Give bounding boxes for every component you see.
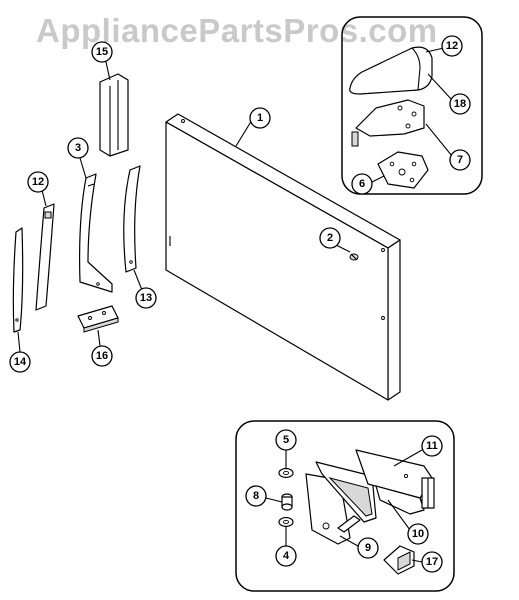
svg-text:12: 12: [32, 176, 44, 188]
svg-text:3: 3: [75, 142, 81, 154]
plate-16: [77, 305, 119, 333]
callout-5: 5: [275, 429, 297, 451]
callout-13: 13: [135, 287, 157, 309]
callout-1: 1: [249, 107, 271, 129]
svg-text:8: 8: [253, 490, 259, 502]
svg-text:14: 14: [14, 356, 27, 368]
svg-text:5: 5: [283, 434, 289, 446]
svg-text:2: 2: [327, 232, 333, 244]
svg-text:4: 4: [283, 550, 290, 562]
callout-11: 11: [421, 435, 443, 457]
svg-text:18: 18: [454, 98, 466, 110]
svg-text:9: 9: [365, 542, 371, 554]
door-panel: [165, 113, 401, 401]
bracket-15: [99, 73, 129, 157]
svg-text:6: 6: [359, 178, 365, 190]
strip-12-left: [35, 203, 55, 311]
inset-bottom-right: [235, 420, 455, 592]
callout-12-top-right: 12: [441, 35, 463, 57]
callout-6: 6: [351, 173, 373, 195]
svg-text:16: 16: [96, 350, 108, 362]
callout-10: 10: [407, 523, 429, 545]
callout-7: 7: [449, 149, 471, 171]
callout-9: 9: [357, 537, 379, 559]
callout-3: 3: [67, 137, 89, 159]
svg-text:12: 12: [446, 40, 458, 52]
callout-2: 2: [319, 227, 341, 249]
callout-16: 16: [91, 345, 113, 367]
svg-text:1: 1: [257, 112, 263, 124]
callout-12-left: 12: [27, 171, 49, 193]
svg-text:13: 13: [140, 292, 152, 304]
svg-text:15: 15: [96, 46, 108, 58]
callout-17: 17: [421, 551, 443, 573]
strip-13: [123, 165, 141, 273]
screw-part: [349, 253, 359, 261]
inset-top-right: [341, 16, 483, 195]
svg-text:11: 11: [426, 440, 438, 452]
callout-18: 18: [449, 93, 471, 115]
strip-3: [79, 173, 113, 293]
leader-lines: [17, 47, 453, 563]
strip-14: [12, 227, 24, 333]
callout-8: 8: [245, 485, 267, 507]
callout-4: 4: [275, 545, 297, 567]
callout-14: 14: [9, 351, 31, 373]
svg-text:17: 17: [426, 556, 438, 568]
svg-text:7: 7: [457, 154, 463, 166]
svg-text:10: 10: [412, 528, 424, 540]
callout-15: 15: [91, 41, 113, 63]
